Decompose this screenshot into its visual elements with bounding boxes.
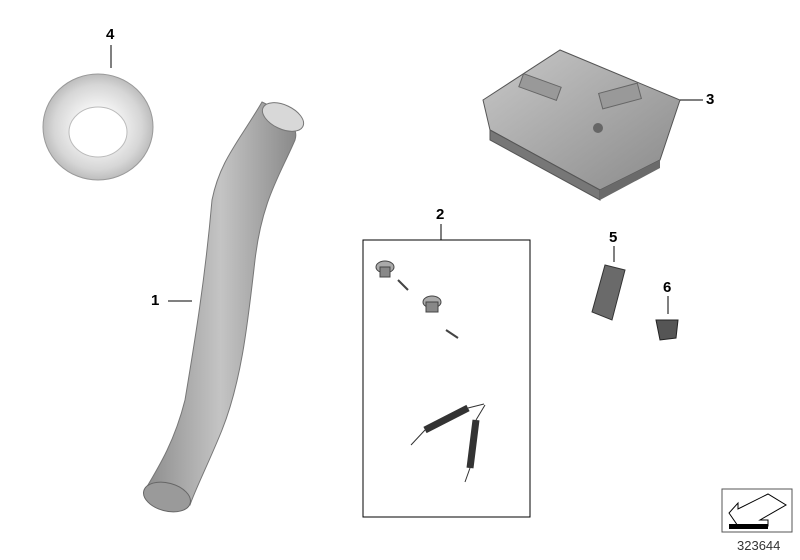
callout-4: 4	[106, 26, 115, 43]
cd-disc	[42, 73, 154, 181]
callout-6: 6	[663, 279, 672, 296]
plug-part	[655, 319, 679, 341]
arrow-down-left-icon[interactable]	[721, 488, 793, 533]
callout-5: 5	[609, 229, 618, 246]
kit-parts	[375, 260, 486, 483]
callout-1: 1	[151, 292, 160, 309]
kit-frame	[362, 239, 531, 518]
diagram-number: 323644	[737, 538, 781, 553]
sensor-part	[591, 264, 626, 321]
exhaust-pipe	[143, 101, 305, 513]
callout-3: 3	[706, 91, 715, 108]
callout-2: 2	[436, 206, 445, 223]
control-unit	[482, 49, 681, 201]
